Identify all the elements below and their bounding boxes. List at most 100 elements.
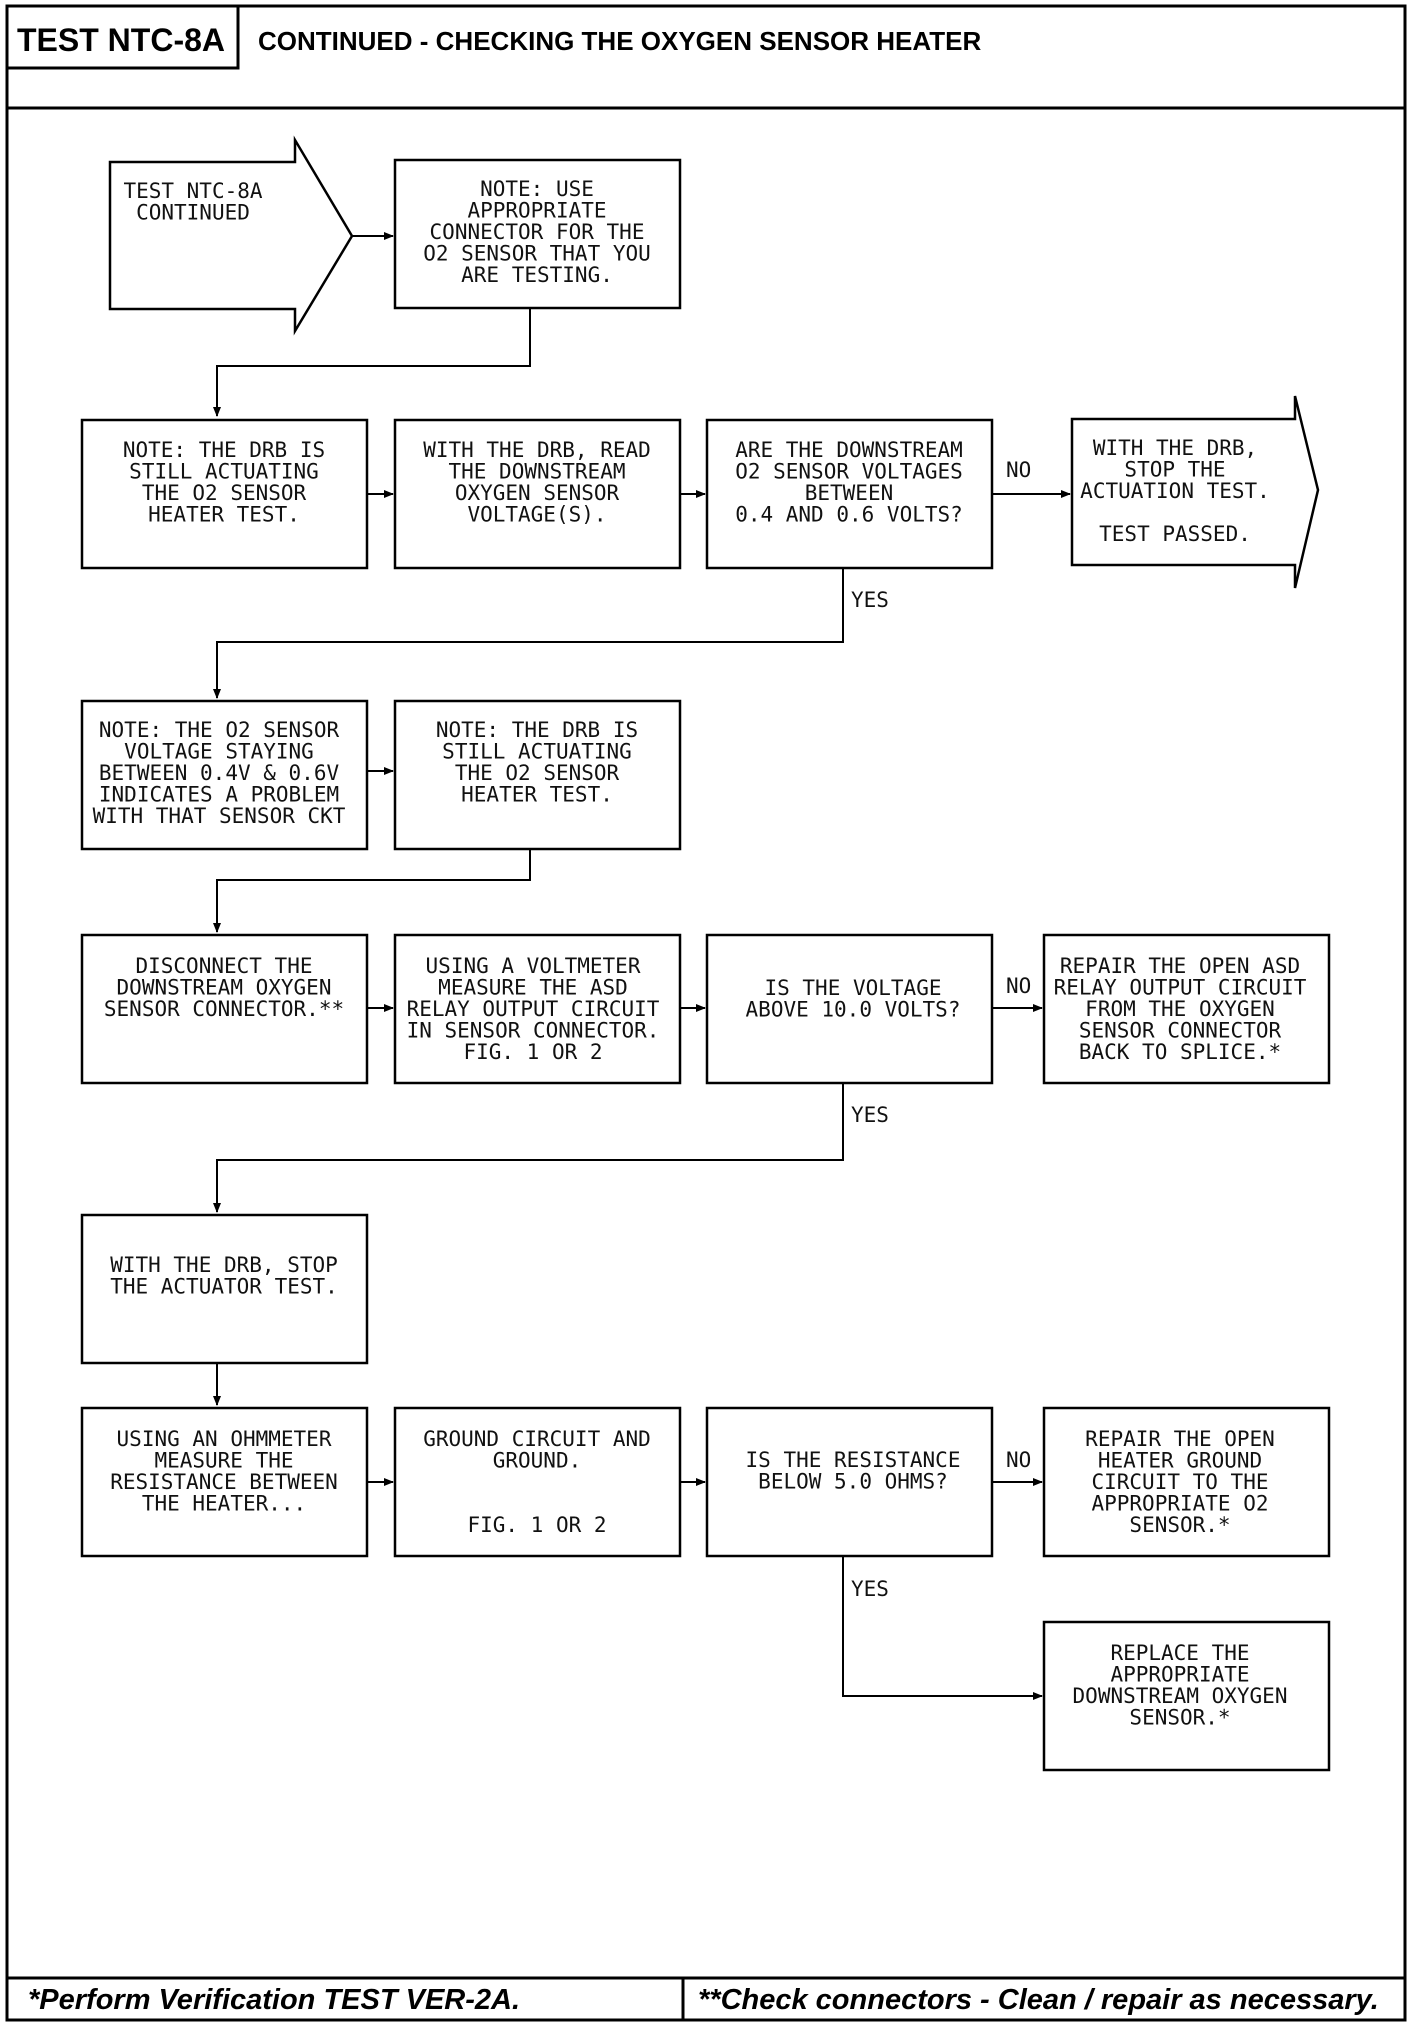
- box-text-line: BETWEEN: [805, 481, 894, 505]
- box-text-line: THE DOWNSTREAM: [448, 460, 625, 484]
- note-connector-box: [393, 158, 682, 310]
- box-text-line: VOLTAGE STAYING: [124, 740, 314, 764]
- box-text-line: 0.4 AND 0.6 VOLTS?: [735, 503, 963, 527]
- box-text-line: HEATER GROUND: [1098, 1449, 1262, 1473]
- footer-verification-note: *Perform Verification TEST VER-2A.: [28, 1984, 520, 2016]
- box-text-line: USING AN OHMMETER: [117, 1427, 332, 1451]
- box-text-line: THE HEATER...: [142, 1492, 306, 1516]
- read-voltage-box: [393, 418, 682, 570]
- box-text-line: GROUND.: [493, 1449, 582, 1473]
- no-label-3: NO: [1006, 1448, 1031, 1472]
- box-text-line: DISCONNECT THE: [135, 954, 312, 978]
- box-text-line: HEATER TEST.: [461, 783, 613, 807]
- box-text-line: NOTE: THE O2 SENSOR: [99, 718, 340, 742]
- box-text-line: DOWNSTREAM OXYGEN: [117, 976, 332, 1000]
- note-drb-box-2: [393, 699, 682, 851]
- box-text-line: THE O2 SENSOR: [455, 761, 620, 785]
- box-text-line: SENSOR.*: [1129, 1513, 1230, 1537]
- box-text-line: IS THE RESISTANCE: [746, 1448, 961, 1472]
- box-text-line: STILL ACTUATING: [442, 740, 632, 764]
- box-text-line: WITH THAT SENSOR CKT: [93, 804, 346, 828]
- box-text-line: CONTINUED: [136, 201, 250, 225]
- no-label-1: NO: [1006, 458, 1031, 482]
- note-drb-box-1: [80, 418, 369, 570]
- box-text-line: MEASURE THE: [154, 1449, 293, 1473]
- footer-connector-note: **Check connectors - Clean / repair as n…: [698, 1984, 1379, 2016]
- box-text-line: NOTE: USE: [480, 177, 594, 201]
- yes-label-2: YES: [851, 1103, 889, 1127]
- start-arrow-shape: [108, 135, 354, 336]
- box-text-line: SENSOR CONNECTOR.**: [104, 997, 344, 1021]
- ohmmeter-box: [80, 1406, 369, 1558]
- box-text-line: SENSOR CONNECTOR: [1079, 1019, 1282, 1043]
- box-text-line: THE ACTUATOR TEST.: [110, 1275, 338, 1299]
- box-text-line: RELAY OUTPUT CIRCUIT: [407, 997, 660, 1021]
- box-text-line: OXYGEN SENSOR: [455, 481, 620, 505]
- box-text-line: TEST NTC-8A: [123, 179, 262, 203]
- box-text-line: ARE THE DOWNSTREAM: [735, 438, 963, 462]
- box-text-line: NOTE: THE DRB IS: [123, 438, 325, 462]
- test-passed-arrow-shape: [1070, 395, 1320, 589]
- box-text-line: STOP THE: [1124, 458, 1225, 482]
- arrow-note-to-row2: [213, 308, 531, 417]
- box-text-line: CIRCUIT TO THE: [1091, 1470, 1268, 1494]
- yes-label-3: YES: [851, 1577, 889, 1601]
- repair-ground-box: [1042, 1406, 1331, 1558]
- box-text-line: REPAIR THE OPEN ASD: [1060, 954, 1300, 978]
- box-text-line: FROM THE OXYGEN: [1085, 997, 1275, 1021]
- box-text-line: NOTE: THE DRB IS: [436, 718, 638, 742]
- box-text-line: INDICATES A PROBLEM: [99, 783, 339, 807]
- arrow-row6-yes: [842, 1556, 1043, 1700]
- box-text-line: APPROPRIATE: [467, 199, 606, 223]
- repair-asd-box: [1042, 933, 1331, 1085]
- arrow-row2-yes: [213, 568, 844, 699]
- box-text-line: BETWEEN 0.4V & 0.6V: [99, 761, 340, 785]
- box-text-line: MEASURE THE ASD: [438, 976, 628, 1000]
- box-text-line: ARE TESTING.: [461, 263, 613, 287]
- box-text-line: DOWNSTREAM OXYGEN: [1073, 1684, 1288, 1708]
- arrow-row4-yes: [213, 1083, 844, 1213]
- box-text-line: IS THE VOLTAGE: [764, 976, 941, 1000]
- box-text-line: WITH THE DRB,: [1093, 436, 1257, 460]
- box-text-line: STILL ACTUATING: [129, 460, 319, 484]
- box-text-line: REPAIR THE OPEN: [1085, 1427, 1275, 1451]
- box-text-line: THE O2 SENSOR: [142, 481, 307, 505]
- disconnect-box: [80, 933, 369, 1085]
- box-text-line: O2 SENSOR THAT YOU: [423, 242, 651, 266]
- box-text-line: WITH THE DRB, STOP: [110, 1253, 338, 1277]
- decision-voltage-range-box: [705, 418, 994, 570]
- test-id: TEST NTC-8A: [17, 22, 225, 58]
- box-text-line: HEATER TEST.: [148, 503, 300, 527]
- box-text-line: ACTUATION TEST.: [1080, 479, 1270, 503]
- page-title: CONTINUED - CHECKING THE OXYGEN SENSOR H…: [258, 26, 981, 56]
- yes-label-1: YES: [851, 588, 889, 612]
- box-text-line: BACK TO SPLICE.*: [1079, 1040, 1281, 1064]
- ground-box: [393, 1406, 682, 1558]
- box-text-line: SENSOR.*: [1129, 1706, 1230, 1730]
- test-id-box: [5, 4, 240, 70]
- box-text-line: CONNECTOR FOR THE: [430, 220, 645, 244]
- box-text-line: VOLTAGE(S).: [467, 503, 606, 527]
- box-text-line: TEST PASSED.: [1099, 522, 1251, 546]
- box-text-line: O2 SENSOR VOLTAGES: [735, 460, 963, 484]
- box-text-line: RESISTANCE BETWEEN: [110, 1470, 338, 1494]
- note-problem-box: [80, 699, 369, 851]
- box-text-line: WITH THE DRB, READ: [423, 438, 651, 462]
